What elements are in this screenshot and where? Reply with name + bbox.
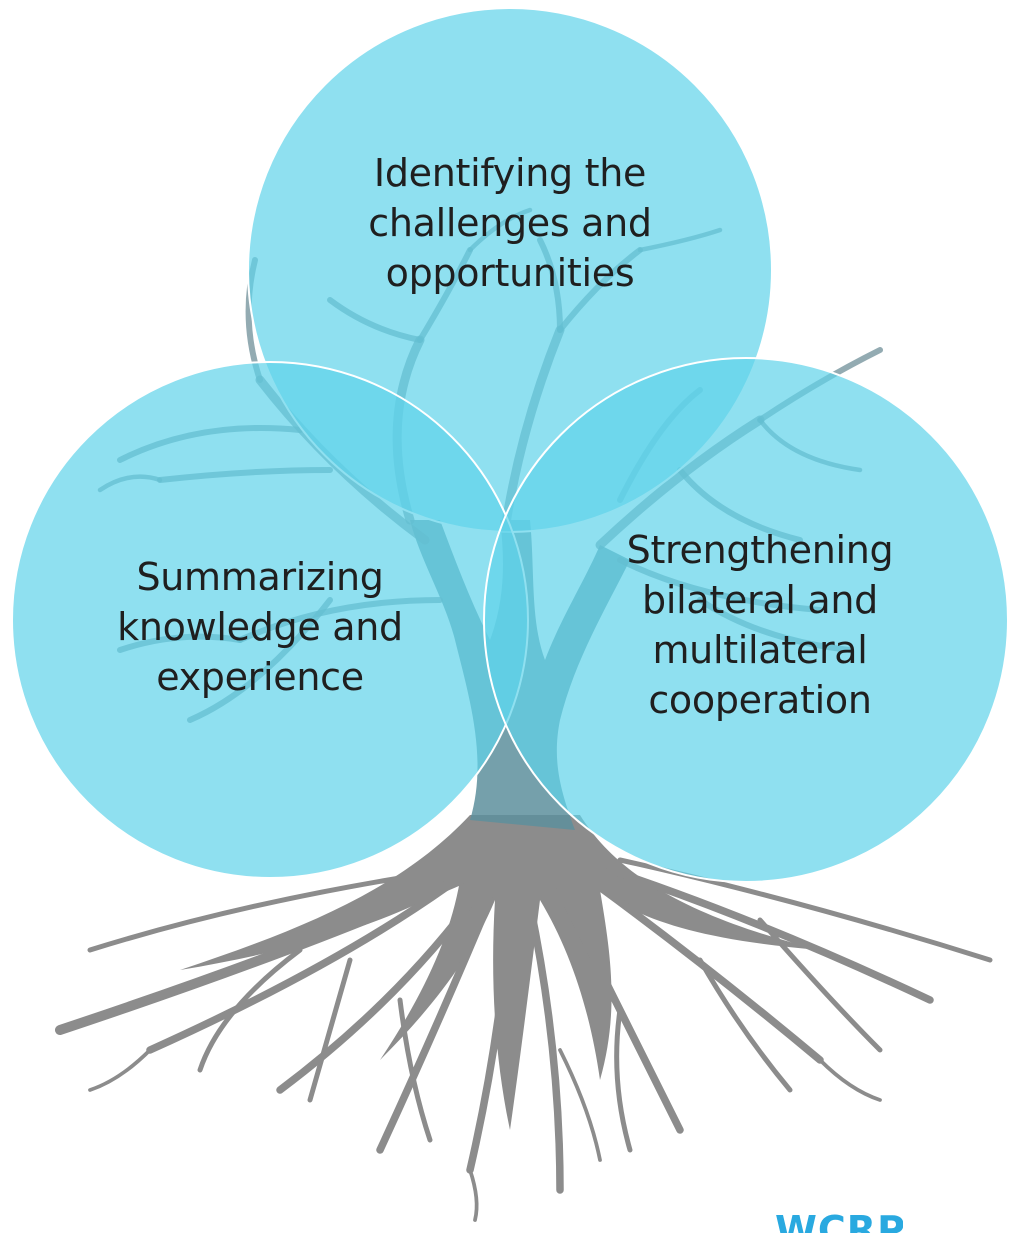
root-strand [376, 896, 494, 1154]
root-strand [307, 957, 353, 1103]
root-strand [526, 901, 564, 1194]
root-strand [757, 917, 883, 1053]
logo: WCRP [773, 1198, 903, 1233]
root-strand [87, 867, 453, 953]
root-strand [276, 886, 484, 1094]
root-strand [466, 906, 514, 1174]
root-strand [55, 875, 465, 1035]
root-strand [697, 957, 793, 1093]
roots-icon [55, 815, 993, 1222]
root-strand [397, 997, 433, 1143]
root-strand [558, 1048, 602, 1162]
circle-right [483, 357, 1009, 883]
venn-circles [11, 7, 1009, 883]
root-strand [468, 1168, 479, 1222]
root-strand [818, 1058, 882, 1102]
root-strand [146, 866, 474, 1054]
circle-label-identifying: Identifying the challenges and opportuni… [368, 151, 652, 295]
root-strand [88, 1048, 152, 1092]
root-strand [614, 1007, 633, 1153]
logo-text: WCRP [775, 1208, 903, 1233]
circle-label-summarizing: Summarizing knowledge and experience [117, 555, 403, 699]
circle-label-strengthening: Strengthening bilateral and multilateral… [626, 528, 894, 722]
roots-base [180, 815, 820, 1130]
root-strand [197, 947, 303, 1073]
